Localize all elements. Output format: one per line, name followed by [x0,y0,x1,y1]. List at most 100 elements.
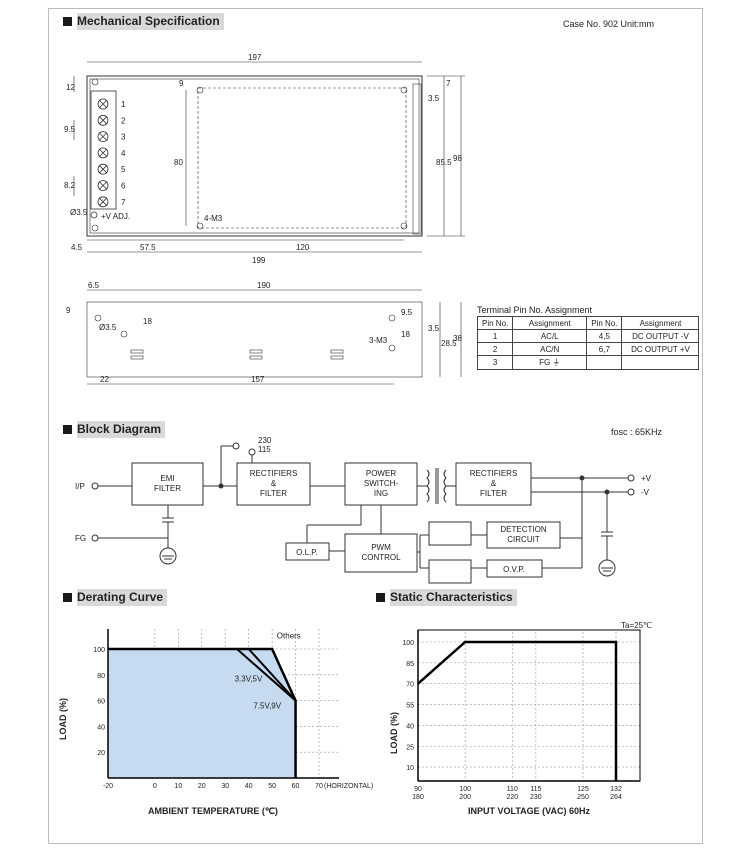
dim-80: 80 [174,158,183,167]
terminal-pin-number: 5 [121,165,126,174]
mech-dimension-labels: 197 199 57.5 120 4.5 12 9.5 8.2 9 80 3.5… [64,53,462,384]
x-tick-label-secondary: 230 [530,794,542,801]
dim-157: 157 [251,375,265,384]
x-extra-label: (HORIZONTAL) [324,783,373,790]
terminal-pin-number: 1 [121,100,126,109]
v115-label: 115 [258,445,271,454]
x-tick-label: 30 [221,783,229,790]
terminal-screw-icon [97,98,109,110]
y-tick-label: 20 [97,750,105,757]
x-tick-label-secondary: 264 [610,794,622,801]
terminal-screw-icon [97,147,109,159]
emi-label: EMI FILTER [154,474,181,493]
ip-label: I/P [75,482,85,491]
ta-label: Ta=25℃ [621,621,653,630]
x-tick-label: 20 [198,783,206,790]
table-row: 2 AC/N 6,7 DC OUTPUT +V [476,342,700,356]
rectifier1-box [236,462,311,506]
derating-area [108,649,296,778]
x-tick-label: 90 [414,786,422,793]
dim-4-m3: 4-M3 [204,214,223,223]
dim-85-5: 85.5 [436,158,452,167]
dim-38: 38 [453,334,462,343]
section-title: Static Characteristics [390,589,517,606]
ovp-label: O.V.P. [503,565,525,574]
terminal-pin-number: 7 [121,198,126,207]
fg-label: FG [75,534,86,543]
case-info: Case No. 902 Unit:mm [563,19,655,29]
bullet-square [63,17,72,26]
section-title: Block Diagram [77,421,166,438]
dim-8-2: 8.2 [64,181,76,190]
power-label: POWER SWITCH- ING [363,469,399,498]
fosc-label: fosc : 65KHz [611,427,663,437]
dim-side-9-5: 9.5 [401,308,413,317]
terminal-screws [90,98,109,219]
dim-side-dia: Ø3.5 [99,323,117,332]
terminal-pin-number: 2 [121,116,126,125]
static-ylabel: LOAD (%) [389,712,399,754]
series-label: 3.3V,5V [235,674,263,683]
x-tick-label: 10 [174,783,182,790]
y-tick-label: 70 [406,682,414,689]
x-tick-label-secondary: 250 [577,794,589,801]
series-line [247,648,297,702]
x-tick-label: -20 [103,783,113,790]
x-tick-label: 132 [610,786,622,793]
series-line [108,647,297,778]
olp-label: O.L.P. [296,548,318,557]
section-title: Derating Curve [77,589,168,606]
load-curve [417,640,618,781]
dim-side-9: 9 [66,306,71,315]
dim-57-5: 57.5 [140,243,156,252]
x-tick-label-secondary: 200 [459,794,471,801]
y-tick-label: 85 [406,661,414,668]
optocoupler-2 [428,559,472,584]
dim-197: 197 [248,53,262,62]
top-view-outline [86,75,423,237]
vplus-label: +V [641,474,652,483]
rectifier2-box [455,462,532,506]
vadj-label: +V ADJ. [101,212,130,221]
vminus-label: -V [641,488,650,497]
dim-9: 9 [179,79,184,88]
y-tick-label: 100 [93,647,105,654]
x-tick-label: 60 [292,783,300,790]
dim-6-5: 6.5 [88,281,100,290]
dim-28-5: 28.5 [441,339,457,348]
terminal-screw-icon [97,131,109,143]
dim-3-m3: 3-M3 [369,336,388,345]
terminal-screw-icon [97,163,109,175]
dim-7: 7 [446,79,451,88]
table-cell [586,355,623,370]
dim-22: 22 [100,375,109,384]
terminal-screw-icon [97,114,109,126]
y-tick-label: 10 [406,765,414,772]
dim-120: 120 [296,243,310,252]
series-label: 7.5V,9V [253,701,281,710]
dim-4-5: 4.5 [71,243,83,252]
section-header-mechanical: Mechanical Specification [58,13,224,30]
terminal-screw-icon [97,196,109,208]
x-tick-label: 110 [507,786,518,793]
terminal-title: Terminal Pin No. Assignment [477,305,593,315]
block-labels: I/P FG 230 115 +V -V O.L.P. O.V.P. [75,436,652,574]
section-header-static: Static Characteristics [371,589,517,606]
dim-12: 12 [66,83,75,92]
y-tick-label: 80 [97,673,105,680]
dim-98: 98 [453,154,462,163]
side-view-outline [86,301,423,378]
dim-side-18b: 18 [401,330,410,339]
x-tick-label: 70 [315,783,323,790]
dim-side-18a: 18 [143,317,152,326]
terminal-table: Pin No. Assignment Pin No. Assignment 1 … [476,316,700,370]
static-xlabel: INPUT VOLTAGE (VAC) 60Hz [468,806,591,816]
terminal-screw-icon [97,180,109,191]
x-tick-label: 125 [577,786,589,793]
section-header-block: Block Diagram [58,421,166,438]
dim-side-3-5: 3.5 [428,324,440,333]
